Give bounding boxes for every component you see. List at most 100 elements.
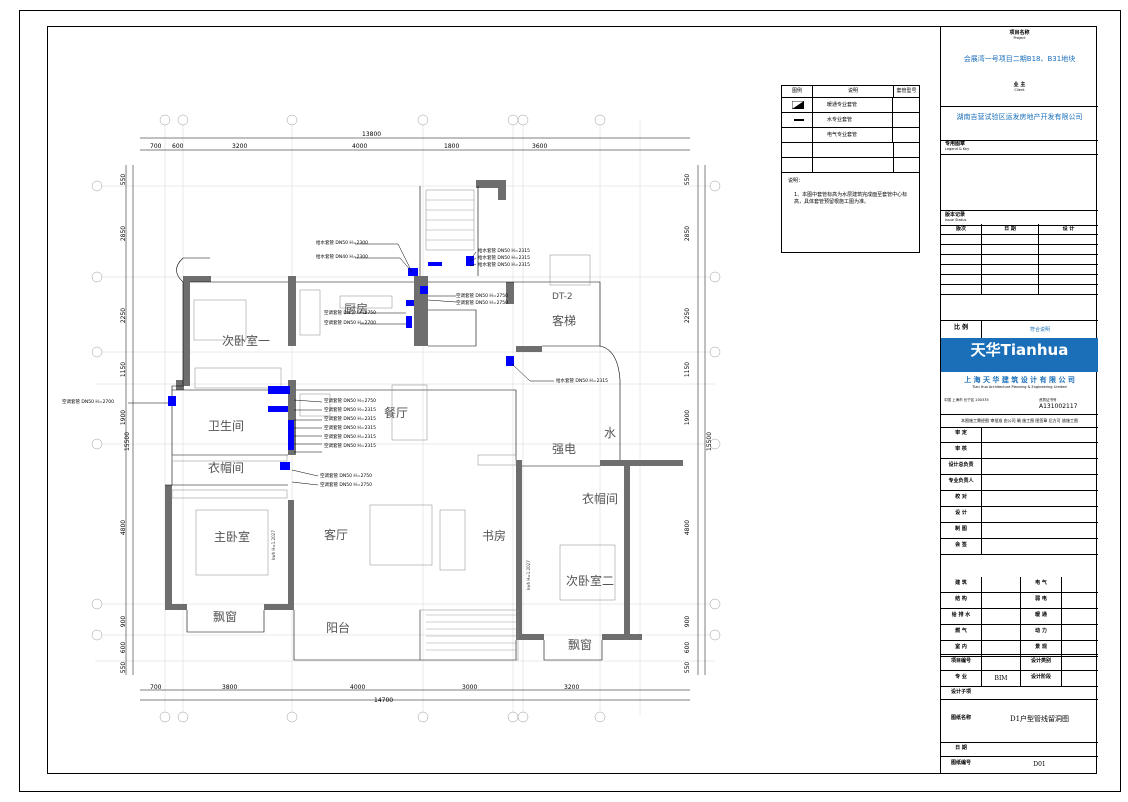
svg-text:kwh H=1.2027: kwh H=1.2027 bbox=[526, 560, 531, 590]
revision-table: 版次 日 期 设 计 bbox=[941, 224, 1098, 304]
annotation: 给水套管 DN50 H=2315 bbox=[556, 379, 609, 384]
room-bay1: 飘窗 bbox=[213, 610, 238, 624]
rev-header-issue: 版次 bbox=[941, 224, 982, 234]
license-label: 资质证书号 bbox=[1039, 398, 1057, 402]
room-living: 客厅 bbox=[324, 528, 349, 542]
annotation: 给水套管 DN50 H=2315 bbox=[478, 263, 531, 268]
project-name: 会展湾一号项目二期B18、B31地块 bbox=[963, 55, 1076, 63]
dim-top-3: 4000 bbox=[352, 143, 368, 150]
role-reviewed: 审 核 bbox=[941, 443, 982, 458]
room-dining: 餐厅 bbox=[384, 406, 409, 420]
sign-interior: 室 内 bbox=[941, 641, 982, 656]
dim-top-2: 3200 bbox=[232, 143, 248, 150]
seal-label-en: Legend & Key bbox=[945, 147, 970, 151]
signature-roles: 审 定 审 核 设计总负责 专业负责人 校 对 设 计 制 图 会 签 bbox=[941, 427, 1098, 555]
rev-label: 版本记录 bbox=[945, 212, 966, 218]
legend-header-desc: 说明 bbox=[813, 86, 894, 97]
triangle-icon bbox=[782, 98, 813, 112]
sign-struct: 结 构 bbox=[941, 593, 982, 608]
dim-bottom-0: 700 bbox=[150, 684, 162, 691]
drawing-name: D1户型管线留洞图 bbox=[1009, 715, 1070, 723]
role-project-leader: 设计总负责 bbox=[941, 459, 982, 474]
legend-note-text: 1、本图中套管标高为水层建筑完成面至套管中心标高，具体套管预留根施工图为准。 bbox=[794, 192, 908, 205]
drawing-border bbox=[47, 26, 1097, 774]
sign-gas: 燃 气 bbox=[941, 625, 982, 640]
sign-arch: 建 筑 bbox=[941, 577, 982, 592]
approval-notice: 本图施工需经图 审批准 由公司 确 施工图 图签章 后方可 放施工图 bbox=[941, 415, 1098, 428]
sign-weak-elec: 弱 电 bbox=[1021, 593, 1062, 608]
annotation: 空调套管 DN50 H=2750 bbox=[320, 483, 373, 488]
drawing-no-label: 图纸编号 bbox=[950, 760, 971, 766]
room-closet2: 衣帽间 bbox=[582, 492, 619, 506]
drawing-name-label: 图纸名称 bbox=[950, 715, 971, 721]
client-name: 湖南吉营试验区运发房地产开发有限公司 bbox=[956, 113, 1083, 121]
annotation: 空调套管 DN50 H=2315 bbox=[324, 417, 377, 422]
sleeve-markers bbox=[168, 256, 514, 470]
date-label: 日 期 bbox=[955, 745, 967, 751]
annotation: 空调套管 DN50 H=2750 bbox=[320, 474, 373, 479]
project-no-label: 项目编号 bbox=[941, 655, 982, 670]
role-countersign: 会 签 bbox=[941, 539, 982, 554]
annotation: 空调套管 DN50 H=2315 bbox=[324, 408, 377, 413]
dim-bottom-total: 14700 bbox=[374, 697, 394, 704]
dim-top-5: 3600 bbox=[532, 143, 548, 150]
seal-label: 专用图章 bbox=[945, 141, 966, 147]
room-bath: 卫生间 bbox=[208, 419, 245, 433]
svg-text:kwh H=1.2027: kwh H=1.2027 bbox=[271, 530, 276, 560]
annotation: 空调套管 DN50 H=2315 bbox=[324, 444, 377, 449]
design-category-label: 设计类别 bbox=[1021, 655, 1062, 670]
sign-plumbing: 给 排 水 bbox=[941, 609, 982, 624]
dim-top-total: 13800 bbox=[362, 131, 382, 138]
brand-banner: 天华Tianhua bbox=[941, 338, 1098, 372]
room-closet1: 衣帽间 bbox=[208, 461, 245, 475]
room-bay2: 飘窗 bbox=[568, 638, 593, 652]
discipline-label: 专 业 bbox=[941, 671, 982, 686]
legend-header-type: 套管型号 bbox=[896, 88, 917, 94]
dim-bottom-3: 3000 bbox=[462, 684, 478, 691]
annotation: 空调套管 DN50 H=2750 bbox=[456, 301, 509, 306]
sign-elec: 电 气 bbox=[1021, 577, 1062, 592]
legend-header-symbol: 图例 bbox=[782, 86, 813, 97]
legend-row: 水专业套管 bbox=[782, 113, 919, 128]
dim-top-4: 1800 bbox=[444, 143, 460, 150]
room-elec: 强电 bbox=[552, 442, 577, 456]
dim-bottom-4: 3200 bbox=[564, 684, 580, 691]
project-label: 项目名称 bbox=[1009, 30, 1030, 36]
annotation: 给水套管 DN40 H=2300 bbox=[316, 255, 369, 260]
discipline-value: BIM bbox=[982, 671, 1021, 686]
dim-bottom-2: 4000 bbox=[350, 684, 366, 691]
client-label: 业 主 bbox=[1013, 82, 1026, 88]
subitem-label: 设计子项 bbox=[950, 689, 971, 695]
role-approved: 审 定 bbox=[941, 427, 982, 442]
room-dt2: DT-2 bbox=[552, 292, 573, 302]
drawing-no: D01 bbox=[1033, 761, 1046, 768]
annotation: 给水套管 DN50 H=2315 bbox=[478, 249, 531, 254]
rev-label-en: Issue Status bbox=[945, 218, 967, 222]
brand-logo: 天华Tianhua bbox=[970, 341, 1069, 359]
dim-bottom-1: 3800 bbox=[222, 684, 238, 691]
room-kitchen: 厨房 bbox=[344, 302, 369, 316]
license-number: A131002117 bbox=[1039, 403, 1078, 410]
scale-value: 符合说明 bbox=[1029, 327, 1050, 333]
room-balcony: 阳台 bbox=[326, 621, 351, 635]
axis-bubbles bbox=[91, 114, 721, 723]
company-name-en: Tian Hua Architecture Planning & Enginee… bbox=[972, 385, 1067, 389]
annotation: 给水套管 DN50 H=2300 bbox=[316, 241, 369, 246]
legend-desc: 水专业套管 bbox=[813, 113, 893, 127]
rev-header-date: 日 期 bbox=[982, 224, 1039, 234]
role-designed: 设 计 bbox=[941, 507, 982, 522]
dim-top-0: 700 bbox=[150, 143, 162, 150]
rev-header-design: 设 计 bbox=[1062, 226, 1075, 232]
room-bedroom1: 次卧室一 bbox=[222, 334, 271, 348]
walls bbox=[165, 180, 683, 640]
legend-note-title: 说明： bbox=[788, 178, 804, 184]
scale-label: 比 例 bbox=[941, 321, 982, 339]
role-checked: 校 对 bbox=[941, 491, 982, 506]
room-elevator-hall: 客梯 bbox=[552, 314, 577, 328]
dash-icon bbox=[782, 113, 813, 127]
room-study: 书房 bbox=[482, 529, 507, 543]
design-stage-label: 设计阶段 bbox=[1021, 671, 1062, 686]
